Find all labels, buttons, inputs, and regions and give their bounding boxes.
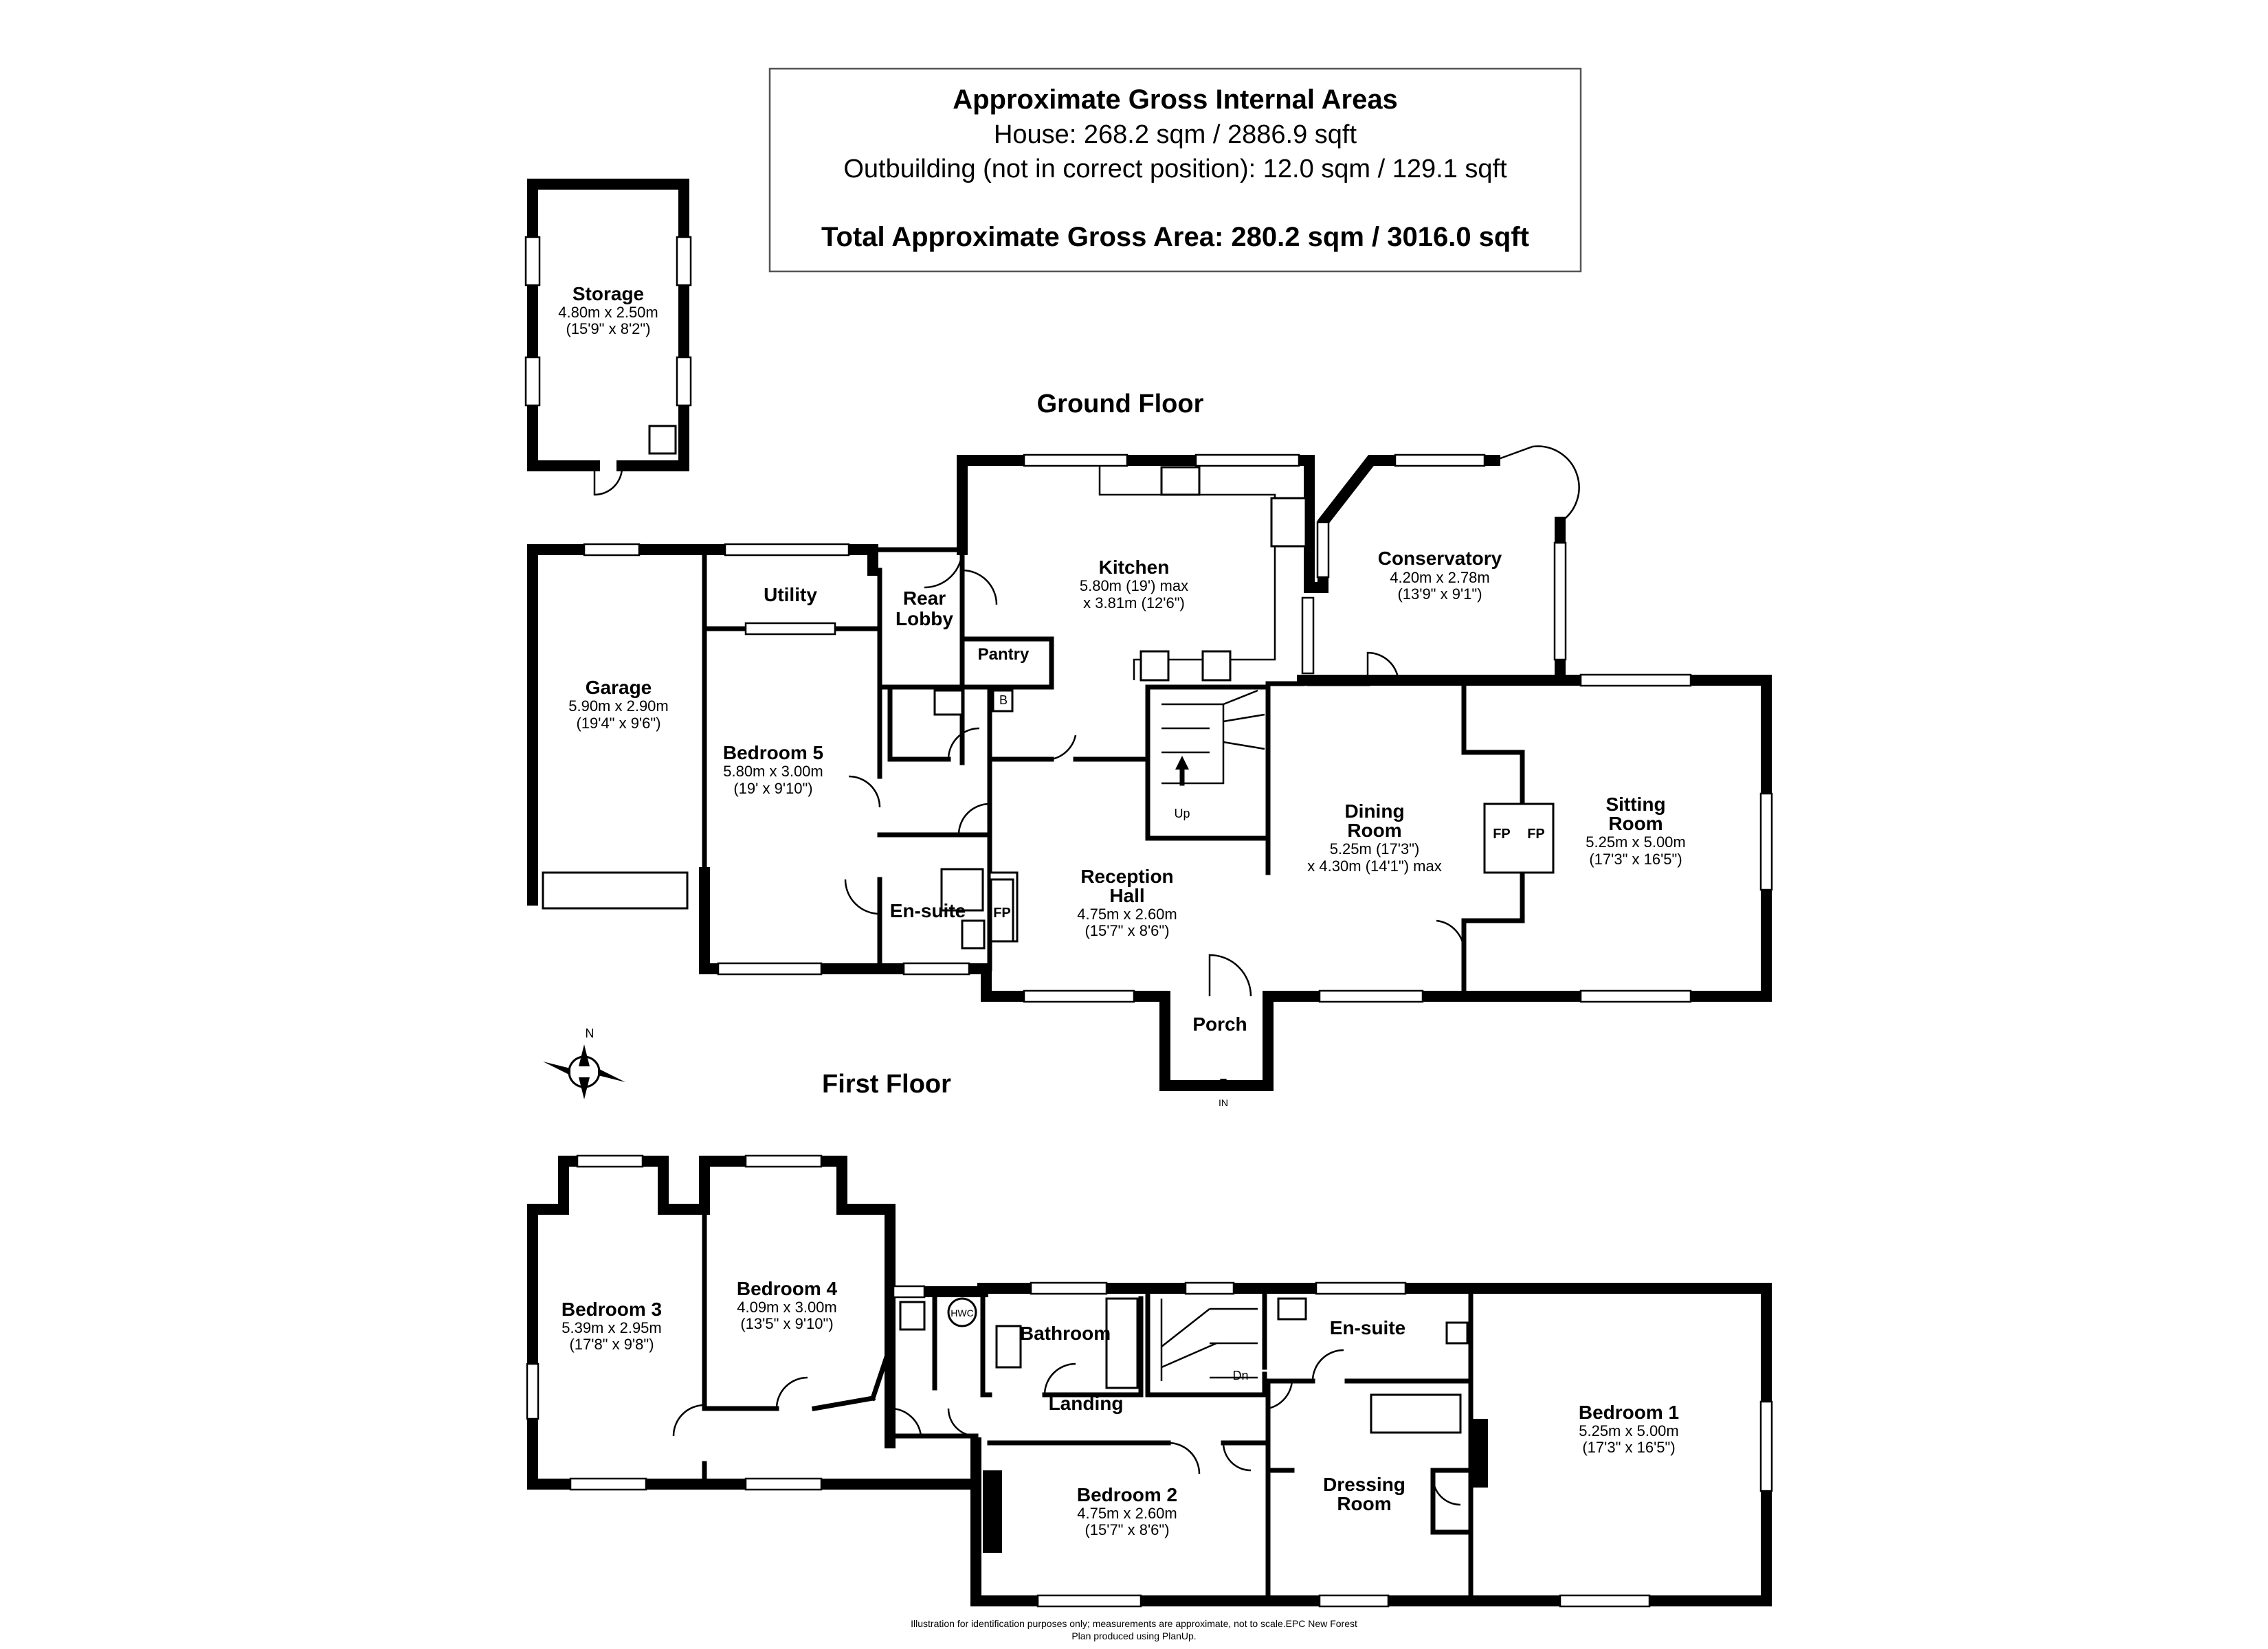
conservatory-dim-m: 4.20m x 2.78m [1390,569,1490,586]
fireplace-label-hall: FP [993,906,1011,921]
hot-water-cylinder-label: HWC [950,1308,973,1319]
outbuilding-area: Outbuilding (not in correct position): 1… [843,155,1507,183]
bedroom2-dim-m: 4.75m x 2.60m [1077,1505,1177,1522]
dressing-room-name-1: Dressing [1323,1474,1405,1495]
dining-room-name-1: Dining [1344,800,1404,822]
porch-name: Porch [1192,1013,1247,1035]
storage-outbuilding [524,179,692,496]
storage-dim-ft: (15'9" x 8'2") [566,320,650,337]
fireplace-label-sitting: FP [1527,827,1545,842]
kitchen-dim-ft: x 3.81m (12'6") [1083,594,1185,612]
ground-floor-windows [583,453,1773,1003]
first-floor-interior [702,1207,1474,1604]
bedroom3-dim-ft: (17'8" x 9'8") [569,1336,654,1353]
kitchen-name: Kitchen [1099,557,1170,578]
sitting-room-name-2: Room [1608,813,1663,834]
house-area: House: 268.2 sqm / 2886.9 sqft [994,120,1357,149]
dining-room-dim-ft: x 4.30m (14'1") max [1307,857,1441,875]
area-summary: Approximate Gross Internal Areas House: … [768,67,1582,273]
bedroom3-name: Bedroom 3 [562,1299,662,1320]
sitting-room-dim-m: 5.25m x 5.00m [1586,833,1686,851]
ground-floor-interior [702,547,1525,999]
entrance-label: IN [1219,1097,1228,1108]
dressing-room-name-2: Room [1337,1493,1391,1514]
total-area: Total Approximate Gross Area: 280.2 sqm … [821,222,1529,252]
dining-room-dim-m: 5.25m (17'3") [1330,840,1420,857]
stairs-down-label: Dn [1232,1369,1248,1382]
boiler-label: B [999,693,1008,707]
bedroom5-name: Bedroom 5 [723,742,823,763]
stairs-up-label: Up [1174,807,1190,820]
bedroom3-dim-m: 5.39m x 2.95m [562,1319,662,1336]
storage-dim-m: 4.80m x 2.50m [558,304,658,321]
bedroom1-dim-m: 5.25m x 5.00m [1579,1422,1679,1439]
disclaimer-line-1: Illustration for identification purposes… [911,1618,1357,1629]
first-floor-windows [526,1154,1773,1608]
bedroom1-name: Bedroom 1 [1579,1402,1679,1423]
garage-name: Garage [586,677,652,698]
bedroom2-name: Bedroom 2 [1077,1484,1177,1505]
ensuite-first-name: En-suite [1330,1317,1405,1338]
bedroom5-dim-ft: (19' x 9'10") [733,780,812,797]
area-summary-frame [768,67,1582,273]
footer: Illustration for identification purposes… [911,1618,1357,1641]
dining-room-name-2: Room [1347,820,1401,841]
bedroom4-dim-m: 4.09m x 3.00m [737,1299,837,1316]
storage-name: Storage [572,283,644,304]
bedroom1-dim-ft: (17'3" x 16'5") [1582,1439,1675,1456]
reception-hall-dim-ft: (15'7" x 8'6") [1085,922,1169,939]
ground-floor-fixtures [844,445,1580,1089]
garage-dim-m: 5.90m x 2.90m [568,697,669,715]
area-title: Approximate Gross Internal Areas [953,85,1398,115]
reception-hall-name-2: Hall [1109,885,1144,906]
compass-north-icon: N [586,1027,594,1040]
garage-dim-ft: (19'4" x 9'6") [576,715,660,732]
rear-lobby-name-1: Rear [903,587,946,609]
bathroom-name: Bathroom [1020,1323,1111,1344]
fireplace-label-dining: FP [1493,827,1511,842]
ground-floor-labels: Ground Floor Storage 4.80m x 2.50m (15'9… [558,283,1686,1108]
conservatory-dim-ft: (13'9" x 9'1") [1397,585,1482,603]
bedroom5-dim-m: 5.80m x 3.00m [723,763,823,780]
compass: N [543,1027,625,1099]
reception-hall-name-1: Reception [1080,866,1173,887]
utility-name: Utility [764,584,817,605]
disclaimer-line-2: Plan produced using PlanUp. [1071,1630,1196,1641]
first-floor-labels: First Floor Bedroom 3 5.39m x 2.95m (17'… [562,1070,1679,1538]
bedroom4-name: Bedroom 4 [737,1278,838,1299]
first-floor-title: First Floor [822,1070,951,1099]
landing-name: Landing [1049,1393,1124,1414]
ground-floor-title: Ground Floor [1037,390,1204,418]
rear-lobby-name-2: Lobby [896,608,953,629]
reception-hall-dim-m: 4.75m x 2.60m [1077,906,1177,923]
kitchen-dim-m: 5.80m (19') max [1080,577,1188,594]
sitting-room-name-1: Sitting [1605,794,1665,815]
conservatory-name: Conservatory [1378,548,1502,569]
sitting-room-dim-ft: (17'3" x 16'5") [1589,851,1682,868]
bedroom4-dim-ft: (13'5" x 9'10") [740,1315,833,1332]
pantry-name: Pantry [978,645,1030,664]
bedroom2-dim-ft: (15'7" x 8'6") [1085,1521,1169,1538]
ensuite-ground-name: En-suite [890,900,966,921]
first-floor-fixtures [672,1297,1488,1553]
